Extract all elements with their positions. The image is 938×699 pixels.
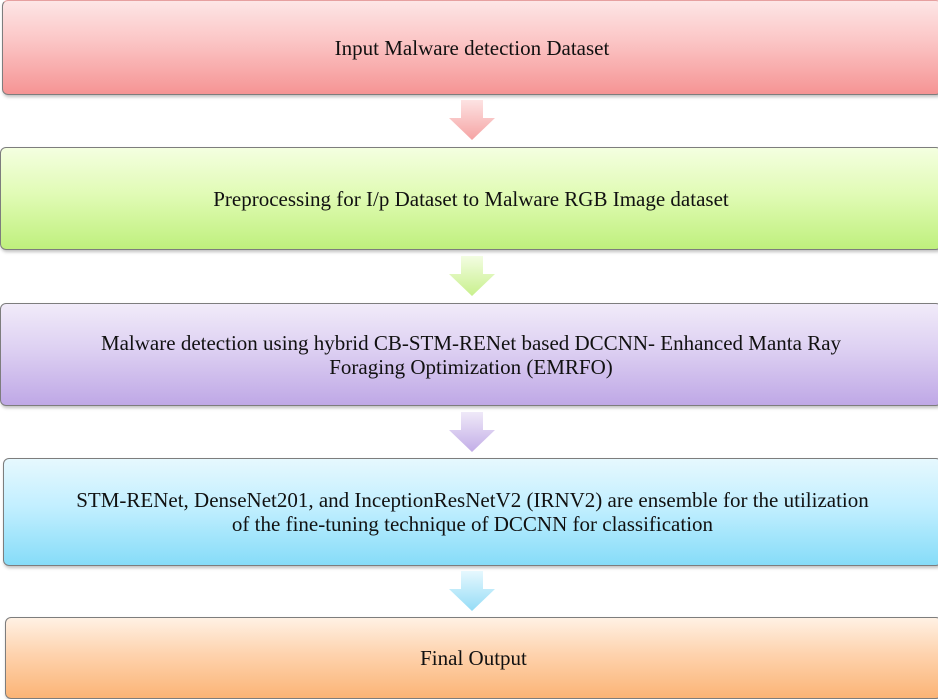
step-ensemble-classification-line2: of the fine-tuning technique of DCCNN fo…	[231, 512, 714, 536]
step-malware-detection-line2: Foraging Optimization (EMRFO)	[329, 354, 613, 379]
step-malware-detection-line1: Malware detection using hybrid CB-STM-RE…	[100, 330, 842, 355]
step-input-dataset: Input Malware detection Dataset	[2, 0, 938, 95]
step-ensemble-classification-text: STM-RENet, DenseNet201, and InceptionRes…	[76, 488, 869, 536]
step-ensemble-classification-line1: STM-RENet, DenseNet201, and InceptionRes…	[76, 488, 869, 512]
step-final-output-text: Final Output	[420, 646, 527, 670]
step-malware-detection-text: Malware detection using hybrid CB-STM-RE…	[101, 331, 841, 379]
down-arrow-icon	[449, 256, 495, 296]
step-preprocessing: Preprocessing for I/p Dataset to Malware…	[0, 147, 938, 250]
step-preprocessing-text: Preprocessing for I/p Dataset to Malware…	[213, 186, 729, 211]
step-malware-detection: Malware detection using hybrid CB-STM-RE…	[0, 303, 938, 406]
step-ensemble-classification: STM-RENet, DenseNet201, and InceptionRes…	[3, 458, 938, 566]
step-input-dataset-text: Input Malware detection Dataset	[334, 35, 610, 60]
step-final-output: Final Output	[5, 617, 938, 699]
down-arrow-icon	[449, 412, 495, 452]
down-arrow-icon	[449, 100, 495, 140]
down-arrow-icon	[449, 571, 495, 611]
